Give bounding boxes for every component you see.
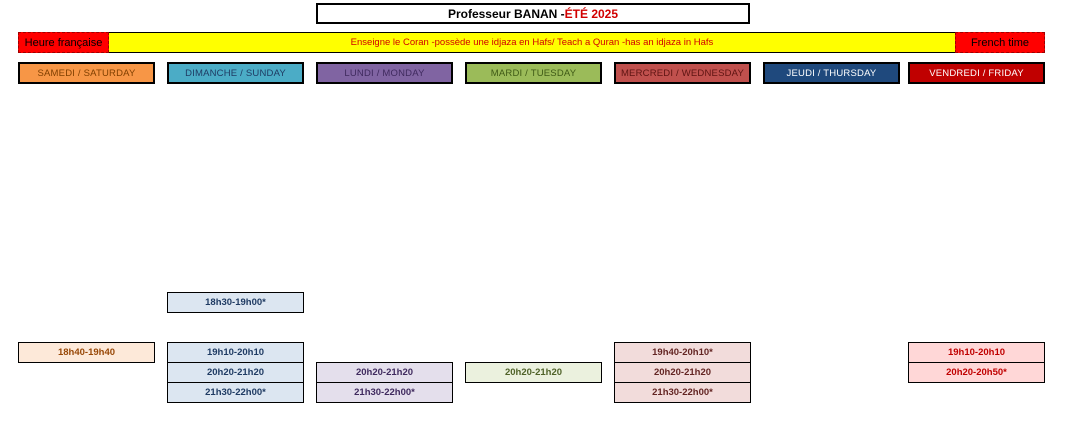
slot-monday-1[interactable]: 20h20-21h20 xyxy=(316,362,453,383)
day-header-saturday: SAMEDI / SATURDAY xyxy=(18,62,155,84)
slot-wednesday-1[interactable]: 19h40-20h10* xyxy=(614,342,751,363)
slot-wednesday-3[interactable]: 21h30-22h00* xyxy=(614,382,751,403)
day-header-sunday: DIMANCHE / SUNDAY xyxy=(167,62,304,84)
day-header-monday: LUNDI / MONDAY xyxy=(316,62,453,84)
title-season: ÉTÉ 2025 xyxy=(564,6,619,21)
slot-tuesday-1[interactable]: 20h20-21h20 xyxy=(465,362,602,383)
slot-sunday-4[interactable]: 21h30-22h00* xyxy=(167,382,304,403)
title-main: Professeur BANAN - xyxy=(447,6,565,21)
slot-sunday-2[interactable]: 19h10-20h10 xyxy=(167,342,304,363)
slot-sunday-1[interactable]: 18h30-19h00* xyxy=(167,292,304,313)
page-title: Professeur BANAN - ÉTÉ 2025 xyxy=(316,3,750,24)
slot-wednesday-2[interactable]: 20h20-21h20 xyxy=(614,362,751,383)
day-header-thursday: JEUDI / THURSDAY xyxy=(763,62,900,84)
slot-saturday-1[interactable]: 18h40-19h40 xyxy=(18,342,155,363)
slot-monday-2[interactable]: 21h30-22h00* xyxy=(316,382,453,403)
day-header-friday: VENDREDI / FRIDAY xyxy=(908,62,1045,84)
teaching-description: Enseigne le Coran -possède une idjaza en… xyxy=(350,37,714,48)
slot-sunday-3[interactable]: 20h20-21h20 xyxy=(167,362,304,383)
slot-friday-1[interactable]: 19h10-20h10 xyxy=(908,342,1045,363)
day-header-wednesday: MERCREDI / WEDNESDAY xyxy=(614,62,751,84)
french-time-label-left: Heure française xyxy=(18,32,109,53)
slot-friday-2[interactable]: 20h20-20h50* xyxy=(908,362,1045,383)
french-time-label-right: French time xyxy=(955,32,1045,53)
day-header-tuesday: MARDI / TUESDAY xyxy=(465,62,602,84)
